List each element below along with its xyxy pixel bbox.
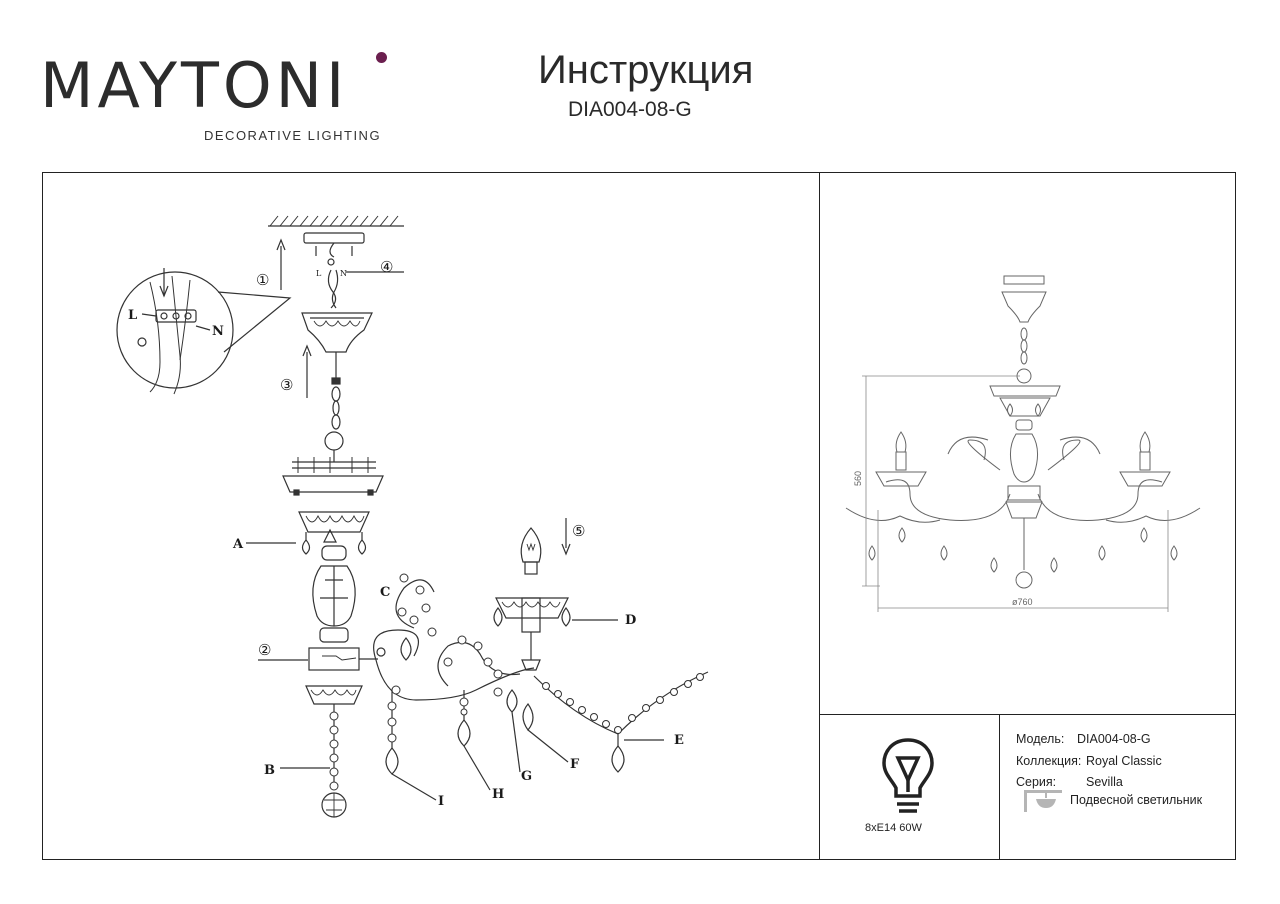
part-label-h: H <box>492 787 504 802</box>
frame-divider-vertical <box>819 172 820 860</box>
part-label-g: G <box>521 769 532 784</box>
step-1-marker: ① <box>256 271 269 289</box>
part-label-i: I <box>438 794 444 809</box>
spec-model-label: Модель: <box>1016 732 1065 746</box>
wire-label-neutral: N <box>212 324 224 339</box>
diagram-frame <box>42 172 1236 860</box>
frame-divider-horizontal <box>819 714 1236 715</box>
dimension-height: 560 <box>853 471 863 486</box>
terminal-label-live: L <box>316 269 322 278</box>
step-3-marker: ③ <box>280 376 293 394</box>
document-title: Инструкция <box>538 48 754 92</box>
spec-type-value: Подвесной светильник <box>1070 793 1203 807</box>
pendant-lamp-icon <box>1024 790 1062 812</box>
spec-model-value: DIA004-08-G <box>1077 732 1151 746</box>
part-label-b: B <box>264 763 275 778</box>
step-2-marker: ② <box>258 641 271 659</box>
document-model-code: DIA004-08-G <box>568 98 692 121</box>
spec-collection-label: Коллекция: <box>1016 754 1082 768</box>
step-4-marker: ④ <box>380 258 393 276</box>
chandelier-overview: 560 ø760 <box>845 275 1201 612</box>
part-label-c: C <box>380 585 390 600</box>
spec-series-label: Серия: <box>1016 775 1057 789</box>
part-label-d: D <box>625 613 636 628</box>
brand-tagline: DECORATIVE LIGHTING <box>204 128 382 143</box>
assembly-diagram: ① ② ③ ④ ⑤ A B C D E F G H I L N L N <box>116 215 709 818</box>
lamp-spec: 8xE14 60W <box>865 822 922 834</box>
dimension-diameter: ø760 <box>1012 597 1033 607</box>
wire-label-live: L <box>128 308 137 323</box>
overview-panel: 560 ø760 <box>820 173 1236 714</box>
terminal-label-neutral: N <box>340 269 347 278</box>
part-label-e: E <box>674 733 684 748</box>
light-bulb-icon <box>882 738 934 813</box>
step-5-marker: ⑤ <box>572 522 585 540</box>
spec-collection-value: Royal Classic <box>1086 754 1162 768</box>
part-label-a: A <box>232 537 244 552</box>
brand-name: MAYTONI <box>40 49 349 122</box>
spec-series-value: Sevilla <box>1086 775 1123 789</box>
part-label-f: F <box>570 757 580 772</box>
brand-dot <box>376 52 387 63</box>
brand-logo: MAYTONI DECORATIVE LIGHTING <box>40 48 392 148</box>
frame-divider-spec <box>999 714 1000 860</box>
